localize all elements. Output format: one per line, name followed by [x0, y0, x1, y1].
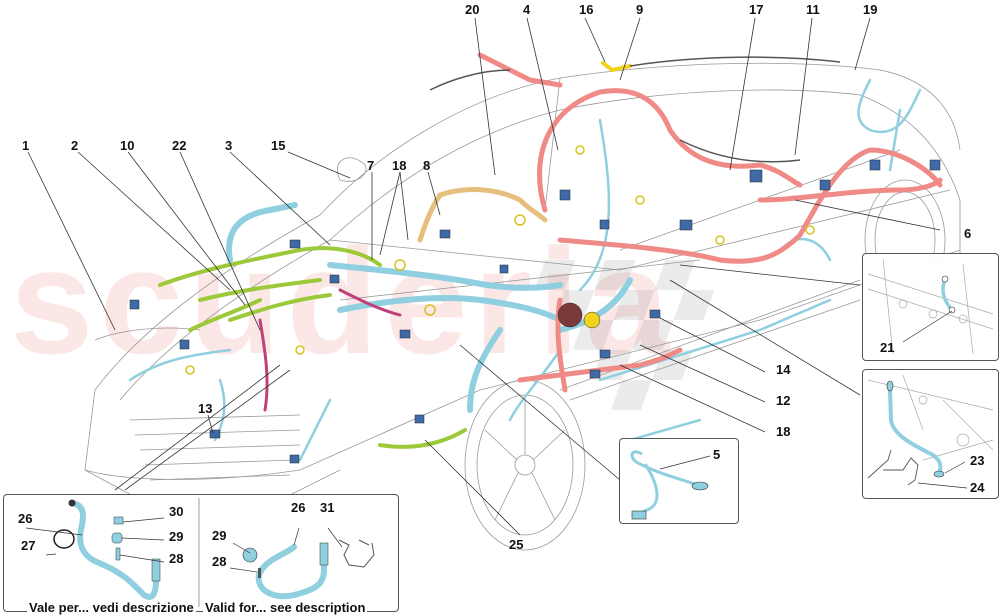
caption-english: Valid for... see description: [203, 600, 368, 615]
connectors: [129, 159, 941, 464]
callout-2: 2: [71, 138, 79, 153]
yellow-component: [583, 311, 601, 329]
callout-11: 11: [806, 2, 820, 17]
clip-fasteners: [185, 145, 815, 375]
checkered-flag-watermark: [534, 260, 715, 410]
callout-18-top: 18: [392, 158, 407, 173]
callout-6: 6: [964, 226, 972, 241]
callout-29-right: 29: [212, 528, 227, 543]
inset-battery-cable: 26 27 30 29 28 29 28 26 31: [3, 494, 399, 612]
harness-green-engine: [158, 246, 467, 449]
callout-18-bottom: 18: [776, 424, 791, 439]
callout-19: 19: [863, 2, 878, 17]
callout-29-left: 29: [169, 529, 184, 544]
callout-1: 1: [22, 138, 30, 153]
callout-28-right: 28: [212, 554, 227, 569]
harness-magenta-front: [258, 288, 402, 412]
callout-17: 17: [749, 2, 764, 17]
callout-30: 30: [169, 504, 184, 519]
callout-12: 12: [776, 393, 791, 408]
harness-yellow-roof: [601, 61, 632, 73]
callout-28-left: 28: [169, 551, 184, 566]
callout-13: 13: [198, 401, 213, 416]
harness-tan-dash: [417, 187, 548, 243]
harness-red-main: [477, 52, 943, 393]
leader-lines: [27, 17, 941, 536]
inset-ground-strap-upper: 21: [862, 253, 999, 361]
callout-5: 5: [713, 447, 721, 462]
callout-10: 10: [120, 138, 135, 153]
callout-8: 8: [423, 158, 431, 173]
inset-ground-strap-lower: 23 24: [862, 369, 999, 499]
callout-26-left: 26: [18, 511, 33, 526]
callout-27: 27: [21, 538, 36, 553]
ground-strap-upper-illustration: [867, 258, 994, 355]
callout-25: 25: [509, 537, 524, 552]
callout-26-right: 26: [291, 500, 306, 515]
caption-italian: Vale per... vedi descrizione: [27, 600, 196, 615]
sensor-cable-illustration: [630, 450, 711, 520]
callout-22: 22: [172, 138, 187, 153]
harness-dark-roof: [429, 56, 841, 163]
ground-strap-lower-illustration: [867, 374, 994, 489]
callout-7: 7: [367, 158, 375, 173]
callout-15: 15: [271, 138, 286, 153]
callout-16: 16: [579, 2, 594, 17]
callout-4: 4: [523, 2, 531, 17]
callout-23: 23: [970, 453, 985, 468]
callout-31: 31: [320, 500, 335, 515]
callout-24: 24: [970, 480, 985, 495]
battery-cable-illustration: [25, 498, 375, 607]
inset-sensor-cable: 5: [619, 438, 739, 524]
callout-9: 9: [636, 2, 644, 17]
callout-21: 21: [880, 340, 895, 355]
engine-component: [557, 302, 583, 328]
callout-3: 3: [225, 138, 233, 153]
callout-20: 20: [465, 2, 480, 17]
callout-14: 14: [776, 362, 791, 377]
